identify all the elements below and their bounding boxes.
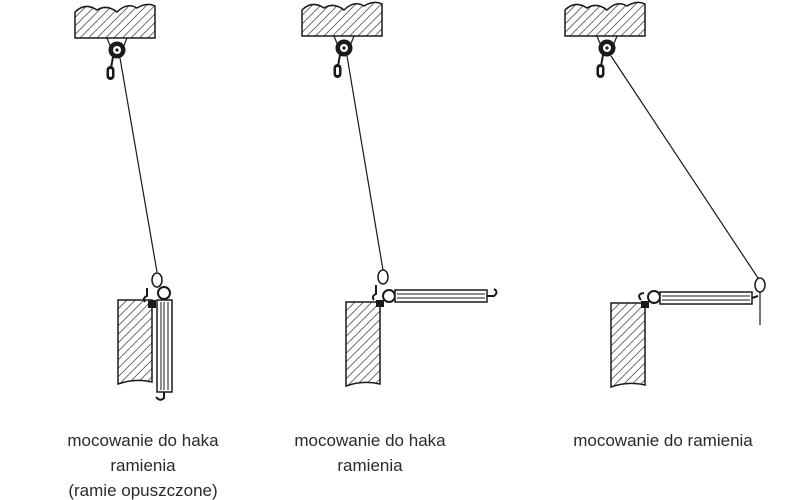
caption-line: mocowanie do ramienia: [573, 431, 753, 450]
wall: [345, 301, 381, 387]
rope: [346, 55, 384, 271]
rope: [119, 57, 158, 273]
ceiling-pulley-icon: [564, 1, 646, 79]
rope-hook: [754, 277, 766, 293]
panel-3-drawing: [564, 1, 766, 388]
caption-line: mocowanie do haka: [67, 431, 219, 450]
caption-panel-3: mocowanie do ramienia: [533, 428, 793, 453]
arm-hinge: [382, 289, 396, 303]
panel-2-drawing: [301, 1, 498, 387]
caption-line: ramienia: [110, 456, 176, 475]
rope-hook: [377, 269, 389, 285]
ceiling-pulley-icon: [74, 3, 156, 81]
caption-line: ramienia: [337, 456, 403, 475]
wall: [610, 302, 646, 388]
caption-line: mocowanie do haka: [294, 431, 446, 450]
caption-panel-2: mocowanie do haka ramienia: [240, 428, 500, 478]
rope: [610, 55, 759, 279]
caption-panel-1: mocowanie do haka ramienia (ramie opuszc…: [13, 428, 273, 500]
rope-hook: [151, 272, 163, 288]
arm-hinge: [157, 286, 171, 300]
awning-arm: [394, 288, 498, 303]
panel-1-drawing: [74, 3, 173, 401]
arm-hinge: [647, 290, 661, 304]
awning-arm: [155, 299, 173, 401]
ceiling-pulley-icon: [301, 1, 383, 79]
wall: [117, 299, 153, 385]
caption-line: (ramie opuszczone): [68, 481, 218, 500]
awning-arm: [659, 291, 759, 305]
